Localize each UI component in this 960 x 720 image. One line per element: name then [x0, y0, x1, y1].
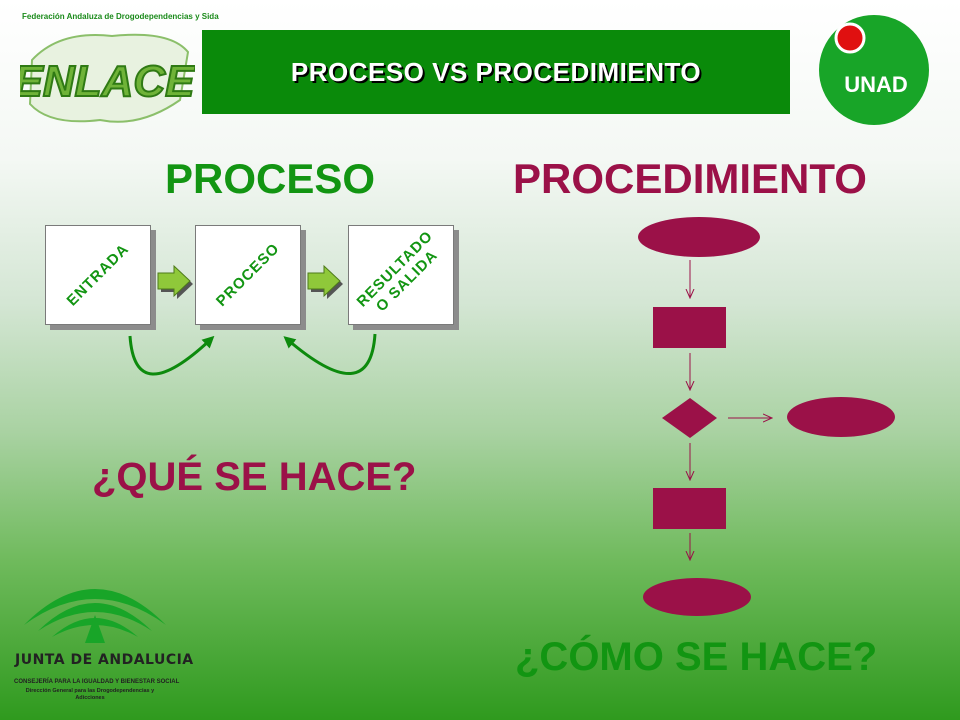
junta-direction: Dirección General para las Drogodependen… [25, 688, 155, 701]
title-banner: PROCESO VS PROCEDIMIENTO [202, 30, 790, 114]
block-arrow-2 [307, 264, 343, 299]
heading-procedimiento: PROCEDIMIENTO [513, 155, 867, 202]
question-como-se-hace: ¿CÓMO SE HACE? [515, 635, 878, 679]
enlace-logo-text: ENLACE [20, 57, 195, 106]
process-box-resultado: RESULTADO O SALIDA [348, 225, 454, 325]
junta-department: CONSEJERÍA PARA LA IGUALDAD Y BIENESTAR … [14, 679, 180, 685]
process-box-entrada: ENTRADA [45, 225, 151, 325]
unad-logo-text: UNAD [844, 72, 908, 97]
feedback-arrow-1 [128, 335, 215, 376]
question-que-se-hace: ¿QUÉ SE HACE? [92, 455, 417, 499]
flowchart-decision [662, 398, 717, 438]
unad-logo: UNAD [819, 15, 929, 125]
process-box-proceso: PROCESO [195, 225, 301, 325]
junta-de-andalucia-name: JUNTA DE ANDALUCIA [15, 652, 194, 668]
organization-name: Federación Andaluza de Drogodependencias… [22, 12, 219, 21]
heading-proceso: PROCESO [165, 155, 376, 202]
flowchart-process-1 [653, 307, 726, 348]
enlace-logo: ENLACE [20, 33, 195, 123]
junta-de-andalucia-logo [24, 589, 166, 643]
flowchart-branch-terminal [787, 397, 895, 437]
flowchart-end-terminal [643, 578, 751, 616]
flowchart-process-2 [653, 488, 726, 529]
flowchart-start-terminal [638, 217, 760, 257]
page-title: PROCESO VS PROCEDIMIENTO [290, 56, 702, 87]
block-arrow-1 [157, 264, 193, 299]
feedback-arrow-2 [283, 333, 377, 376]
